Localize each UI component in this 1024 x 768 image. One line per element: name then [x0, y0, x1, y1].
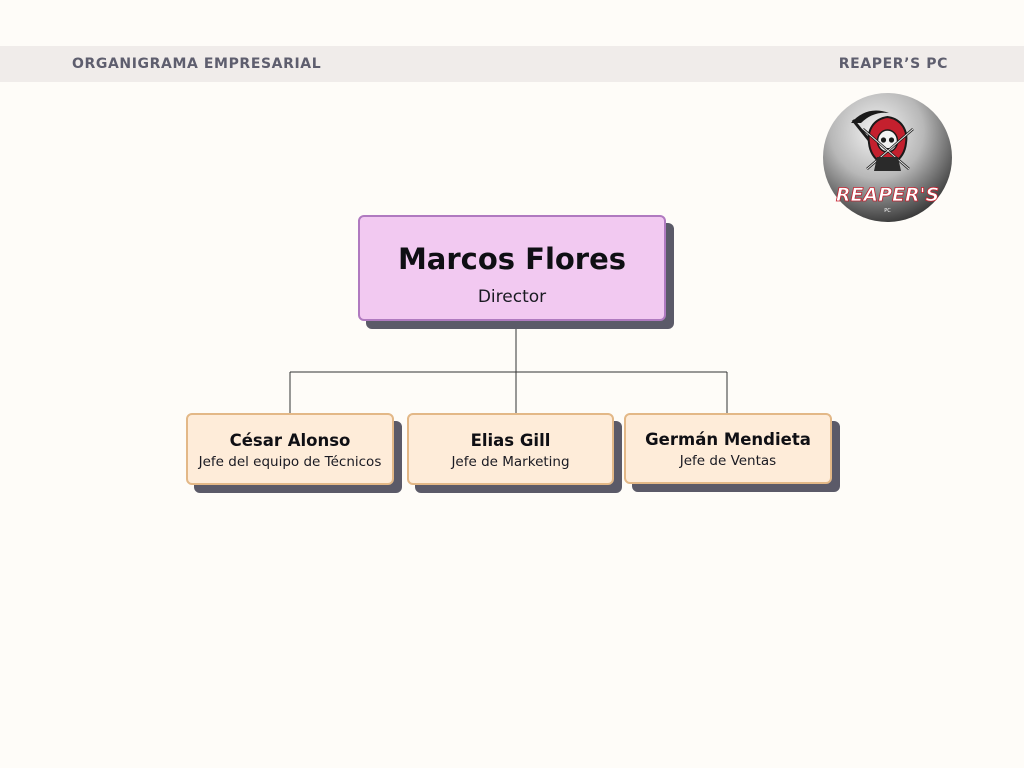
report-name: Germán Mendieta [645, 430, 811, 449]
report-role: Jefe del equipo de Técnicos [198, 454, 382, 470]
document-title: ORGANIGRAMA EMPRESARIAL [72, 56, 322, 72]
report-role: Jefe de Ventas [679, 453, 777, 469]
report-card: Germán Mendieta Jefe de Ventas [624, 413, 840, 492]
reaper-skull-logo-icon: REAPER'S PC [823, 93, 952, 222]
report-name: Elias Gill [470, 431, 551, 450]
logo-text: REAPER'S [836, 184, 939, 206]
report-role: Jefe de Marketing [451, 454, 570, 470]
report-card: César Alonso Jefe del equipo de Técnicos [186, 413, 402, 493]
report-name: César Alonso [229, 431, 351, 450]
report-card-box [407, 413, 614, 485]
director-name: Marcos Flores [397, 242, 627, 276]
company-name: REAPER’S PC [838, 56, 948, 72]
director-card: Marcos Flores Director [358, 215, 674, 329]
report-card: Elias Gill Jefe de Marketing [407, 413, 622, 493]
report-card-box [186, 413, 394, 485]
director-card-box [358, 215, 666, 321]
report-card-box [624, 413, 832, 484]
logo-subtext: PC [884, 208, 891, 214]
header-band: ORGANIGRAMA EMPRESARIAL REAPER’S PC [0, 46, 1024, 82]
director-role: Director [477, 287, 547, 307]
